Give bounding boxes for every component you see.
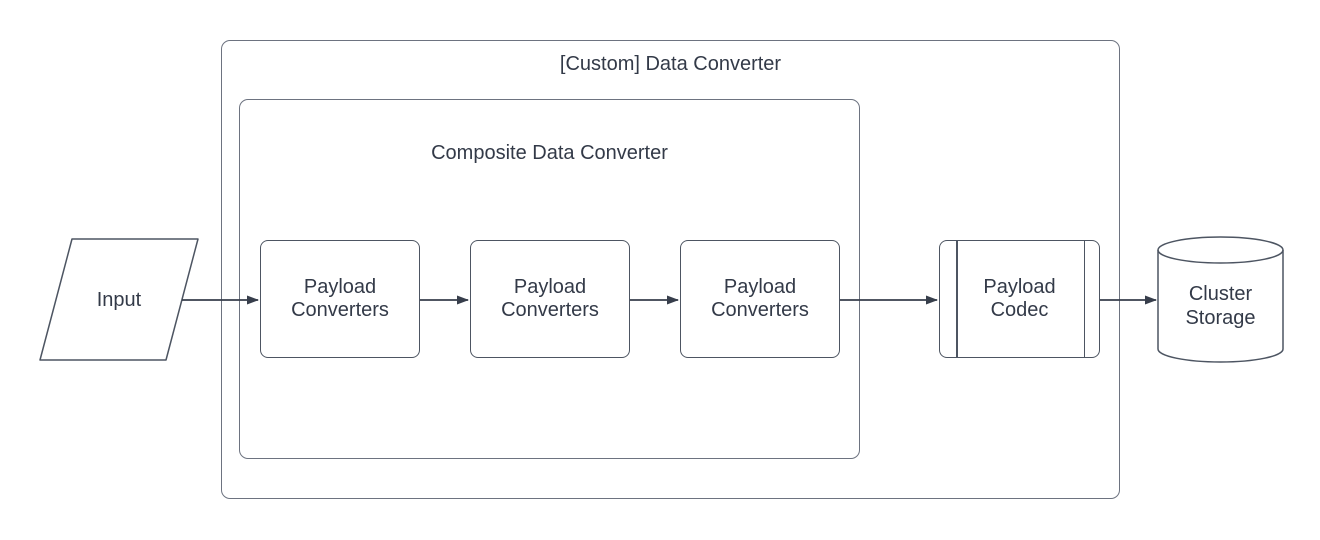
node-payload-converters-2: Payload Converters <box>470 240 630 358</box>
composite-data-converter-title: Composite Data Converter <box>431 142 668 164</box>
node-payload-converters-1: Payload Converters <box>260 240 420 358</box>
node-payload-converters-1-label: Payload Converters <box>291 276 389 321</box>
cluster-storage-cylinder-shape <box>1157 236 1284 363</box>
composite-data-converter-container: Composite Data Converter <box>239 99 860 459</box>
codec-left-bar <box>956 241 958 357</box>
input-parallelogram-shape <box>39 238 199 361</box>
node-payload-converters-2-label: Payload Converters <box>501 276 599 321</box>
node-payload-converters-3-label: Payload Converters <box>711 276 809 321</box>
node-payload-codec-label: Payload Codec <box>983 276 1056 321</box>
custom-data-converter-title: [Custom] Data Converter <box>559 53 782 75</box>
node-payload-converters-3: Payload Converters <box>680 240 840 358</box>
cluster-storage-cylinder-lip <box>1157 249 1284 264</box>
input-node-label: Input <box>96 288 142 311</box>
codec-right-bar <box>1083 241 1085 357</box>
node-payload-codec: Payload Codec <box>939 240 1100 358</box>
custom-data-converter-container: [Custom] Data Converter <box>221 40 1120 499</box>
cluster-storage-node-label: Cluster Storage <box>1185 283 1256 329</box>
